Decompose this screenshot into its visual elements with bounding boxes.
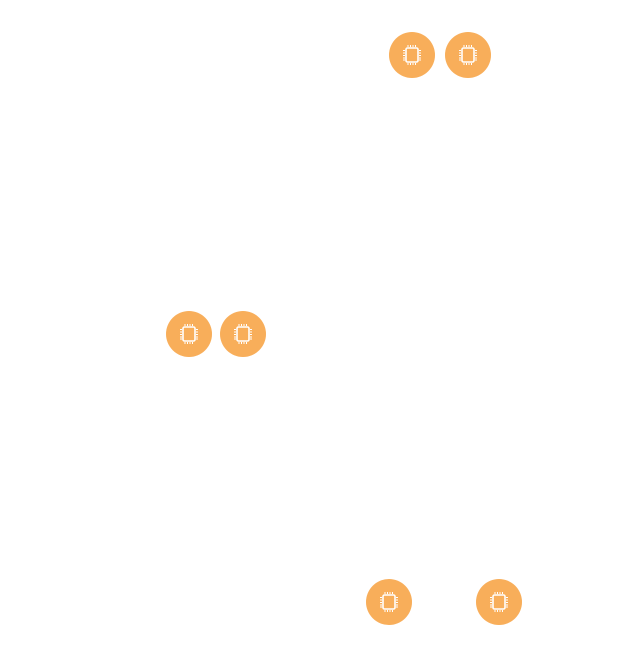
cpu-chip-icon (229, 320, 257, 348)
cpu-chip-icon (485, 588, 513, 616)
cpu-node[interactable] (366, 579, 412, 625)
cpu-node[interactable] (476, 579, 522, 625)
cpu-node[interactable] (220, 311, 266, 357)
cpu-chip-icon (175, 320, 203, 348)
cpu-node[interactable] (166, 311, 212, 357)
cpu-node[interactable] (389, 32, 435, 78)
cpu-node[interactable] (445, 32, 491, 78)
cpu-chip-icon (454, 41, 482, 69)
cpu-chip-icon (398, 41, 426, 69)
cpu-chip-icon (375, 588, 403, 616)
